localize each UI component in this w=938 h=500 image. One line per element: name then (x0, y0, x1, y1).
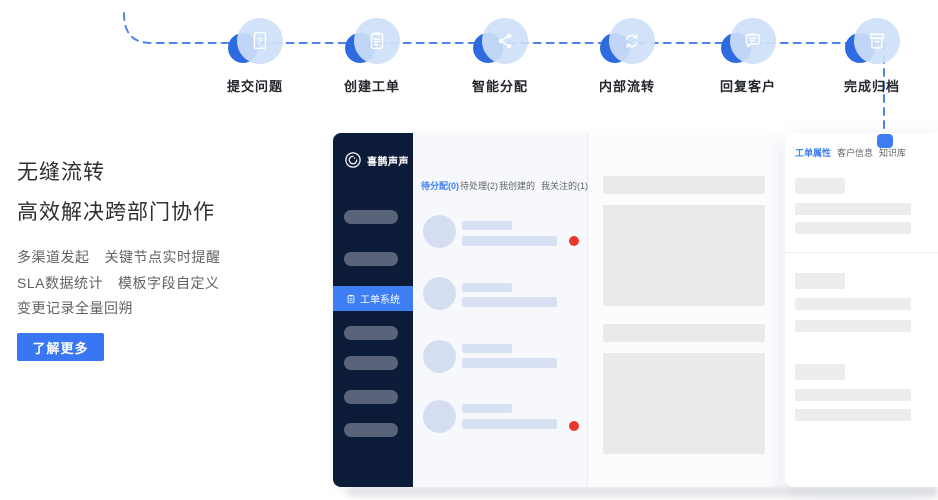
share-network-icon (482, 18, 528, 64)
avatar (423, 215, 456, 248)
feature-change-history: 变更记录全量回朔 (17, 300, 133, 316)
avatar (423, 340, 456, 373)
brand-logo: 喜鹊声声 (343, 150, 409, 170)
tab-customer-info[interactable]: 客户信息 (837, 148, 874, 158)
field-value-placeholder (795, 389, 911, 401)
connector-endpoint-marker (877, 134, 893, 148)
feature-multichannel: 多渠道发起 (17, 249, 90, 265)
field-label-placeholder (795, 273, 845, 289)
workflow-step-smart-assign: 智能分配 (440, 18, 560, 95)
clipboard-icon (347, 294, 355, 303)
text-placeholder (462, 419, 557, 429)
feature-row-3: 变更记录全量回朔 (17, 298, 148, 318)
tab-followed-by-me[interactable]: 我关注的(1) (541, 181, 589, 191)
title-placeholder (462, 221, 512, 230)
avatar (423, 400, 456, 433)
title-placeholder (462, 404, 512, 413)
feature-row-2: SLA数据统计模板字段自定义 (17, 273, 234, 293)
field-value-placeholder (795, 203, 911, 215)
chat-reply-icon (730, 18, 776, 64)
step-label: 内部流转 (598, 79, 655, 94)
step-label: 提交问题 (226, 79, 283, 94)
ticket-detail-panel (588, 133, 778, 487)
feature-row-1: 多渠道发起关键节点实时提醒 (17, 247, 236, 267)
magpie-logo-icon (345, 152, 361, 168)
field-label-placeholder (795, 364, 845, 380)
sidebar-placeholder-item (344, 326, 398, 340)
workflow-step-submit: ? 提交问题 (195, 18, 315, 95)
field-value-placeholder (795, 222, 911, 234)
workflow-step-create-ticket: 创建工单 (312, 18, 432, 95)
field-value-placeholder (795, 298, 911, 310)
hero-title-line1: 无缝流转 (17, 161, 105, 184)
tab-knowledge-base[interactable]: 知识库 (879, 148, 907, 158)
detail-card-tabs: 工单属性 客户信息 知识库 (795, 146, 906, 159)
sidebar-placeholder-item (344, 252, 398, 266)
workflow-step-reply-customer: 回复客户 (688, 18, 808, 95)
step-label: 创建工单 (343, 79, 400, 94)
workflow-step-archive: 完成归档 (812, 18, 932, 95)
ticket-app-window: 喜鹊声声 工单系统 待分配(0)待处理(2)我创建的我关注的(1) (333, 133, 778, 487)
field-label-placeholder (795, 178, 845, 194)
workflow-step-internal-flow: 内部流转 (567, 18, 687, 95)
ticket-properties-card: 工单属性 客户信息 知识库 (785, 133, 938, 487)
text-placeholder (462, 236, 557, 246)
tab-created-by-me[interactable]: 我创建的 (499, 181, 536, 191)
tab-pending-assign[interactable]: 待分配(0) (421, 181, 459, 191)
sidebar-item-ticket-system[interactable]: 工单系统 (333, 286, 413, 311)
header-placeholder (603, 176, 765, 194)
hero-title-line2: 高效解决跨部门协作 (17, 201, 215, 224)
feature-template-fields: 模板字段自定义 (117, 275, 220, 291)
archive-box-icon (854, 18, 900, 64)
sidebar-placeholder-item (344, 210, 398, 224)
step-label: 完成归档 (843, 79, 900, 94)
divider (785, 252, 938, 253)
title-placeholder (462, 344, 512, 353)
app-sidebar: 喜鹊声声 工单系统 (333, 133, 413, 487)
feature-node-reminder: 关键节点实时提醒 (104, 249, 221, 265)
content-placeholder (603, 205, 765, 306)
learn-more-button[interactable]: 了解更多 (17, 333, 104, 361)
sidebar-placeholder-item (344, 356, 398, 370)
step-label: 智能分配 (471, 79, 528, 94)
sidebar-active-label: 工单系统 (360, 295, 400, 306)
ticket-clipboard-icon (354, 18, 400, 64)
sidebar-placeholder-item (344, 390, 398, 404)
brand-name: 喜鹊声声 (367, 156, 409, 168)
title-placeholder (462, 283, 512, 292)
svg-text:?: ? (257, 36, 263, 46)
content-placeholder (603, 353, 765, 454)
unread-dot (569, 421, 579, 431)
question-doc-icon: ? (237, 18, 283, 64)
field-value-placeholder (795, 320, 911, 332)
tab-pending-handle[interactable]: 待处理(2) (460, 181, 498, 191)
avatar (423, 277, 456, 310)
sidebar-placeholder-item (344, 423, 398, 437)
field-value-placeholder (795, 409, 911, 421)
header-placeholder (603, 324, 765, 342)
unread-dot (569, 236, 579, 246)
feature-sla-stats: SLA数据统计 (17, 275, 103, 291)
ticket-list-panel: 待分配(0)待处理(2)我创建的我关注的(1) (413, 133, 588, 487)
sync-arrows-icon (609, 18, 655, 64)
ticket-list-tabs: 待分配(0)待处理(2)我创建的我关注的(1) (421, 179, 589, 192)
step-label: 回复客户 (719, 79, 776, 94)
text-placeholder (462, 358, 557, 368)
mockup-floor-shadow (346, 487, 938, 497)
text-placeholder (462, 297, 557, 307)
tab-ticket-properties[interactable]: 工单属性 (795, 148, 832, 158)
